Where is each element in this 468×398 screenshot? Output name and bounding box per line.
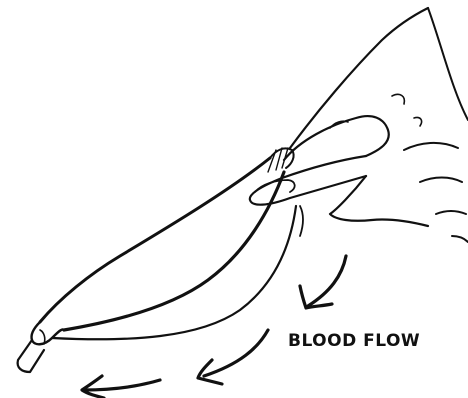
knuckle-crease — [392, 94, 404, 104]
tube-fold-detail — [40, 330, 45, 344]
thumbnail — [255, 180, 295, 192]
hand-outline — [290, 8, 428, 148]
flow-arrow-3-head — [82, 376, 104, 398]
palm — [330, 176, 428, 226]
tube-pinch-lines — [268, 148, 288, 172]
flow-arrow-1 — [308, 256, 346, 306]
tube-end — [31, 322, 64, 344]
hand-right-edge — [428, 8, 468, 120]
flow-arrow-2 — [204, 330, 268, 376]
tube-top-edge — [40, 158, 270, 322]
blood-flow-label: BLOOD FLOW — [288, 331, 420, 351]
tube-underside — [300, 206, 303, 236]
lower-fingers — [404, 143, 468, 242]
knuckle-crease-2 — [414, 117, 422, 126]
